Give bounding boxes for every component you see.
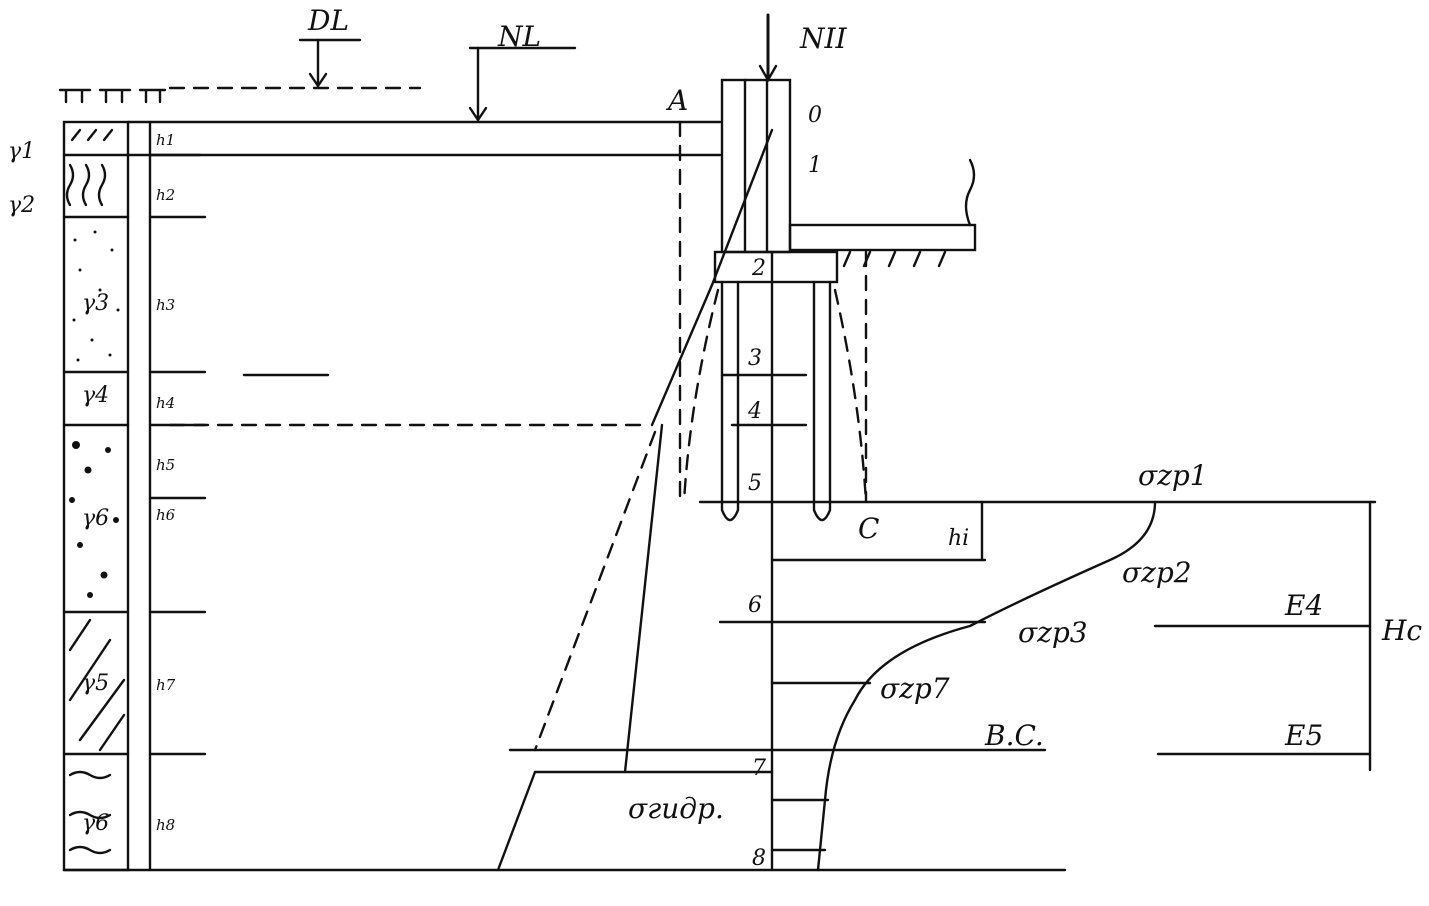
point-5-label: 5 [748,471,762,496]
h5-label: h5 [156,456,175,474]
point-0-label: 0 [808,103,822,128]
gamma-6a-label: γ6 [82,506,109,531]
depth-axis [62,250,1377,872]
dl-label: DL [307,4,349,37]
h3-label: h3 [156,296,175,314]
soil-column [62,120,130,872]
hi-label: hi [948,526,969,551]
gravel-dots [69,441,119,598]
sigma-zp1-label: σzp1 [1138,459,1208,492]
additional-stress-curve [816,500,1157,872]
point-6-label: 6 [748,593,762,618]
point-a-label: A [665,84,688,117]
design-levels [126,38,722,427]
point-c-label: C [858,512,879,545]
bc-label: B.C. [984,719,1044,752]
point-4-label: 4 [747,399,762,424]
natural-stress-diagram [496,128,774,872]
gamma-3-label: γ3 [82,291,109,316]
h6-label: h6 [156,506,176,524]
point-8-label: 8 [752,846,766,871]
nl-label: NL [497,20,541,53]
sigma-zp3-label: σzp3 [1018,616,1088,649]
h4-label: h4 [156,394,175,412]
e5-label: E5 [1284,719,1323,752]
e4-label: E4 [1284,589,1323,622]
conditional-foundation-outline [678,120,868,504]
gamma-5-label: γ5 [82,671,109,696]
h7-label: h7 [156,676,176,694]
hc-label: Hc [1381,614,1422,647]
sand-dots [72,230,120,362]
gamma-6b-label: γ6 [82,811,109,836]
load-label: NII [799,22,848,55]
hc-dimension [1153,500,1372,772]
h8-label: h8 [156,816,175,834]
column-and-pile-cap [713,13,977,522]
sigma-zp2-label: σzp2 [1122,556,1192,589]
point-7-label: 7 [752,756,766,781]
h1-label: h1 [156,131,175,149]
point-1-label: 1 [808,153,822,178]
point-2-label: 2 [751,256,766,281]
gamma-4-label: γ4 [82,383,109,408]
sigma-hydro-label: σгидр. [628,792,724,825]
ground-surface-marks [58,88,167,104]
gamma-2-label: γ2 [8,193,35,218]
gamma-1-label: γ1 [8,139,35,164]
point-3-label: 3 [748,346,762,371]
thickness-column [148,120,207,872]
sigma-zp7-label: σzp7 [880,672,950,705]
h2-label: h2 [156,186,175,204]
